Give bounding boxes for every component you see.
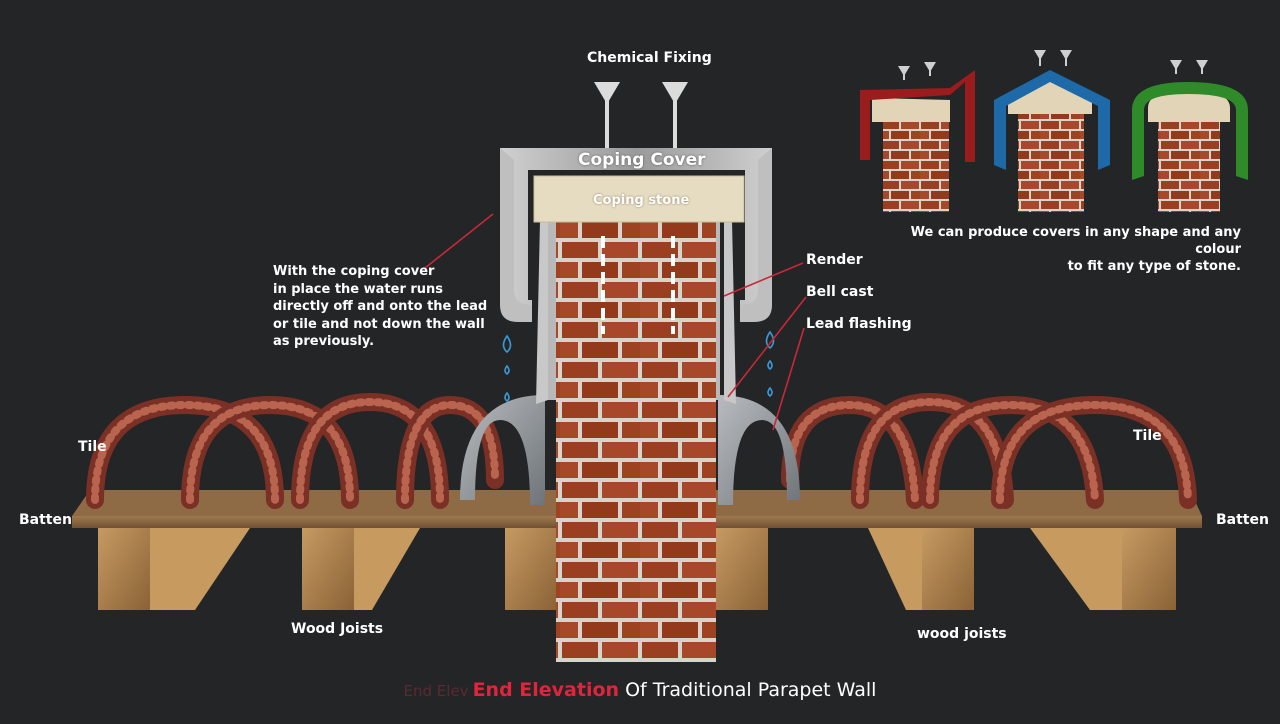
- bell-cast-label: Bell cast: [806, 284, 874, 300]
- water-runs-note: With the coping cover in place the water…: [273, 264, 488, 349]
- wood-joists-label-right: wood joists: [917, 626, 1007, 642]
- leader-lines: [424, 213, 807, 431]
- chemical-fixing-label: Chemical Fixing: [587, 50, 712, 66]
- batten-label-left: Batten: [19, 512, 72, 528]
- colour-options: [860, 50, 1248, 212]
- tile-label-right: Tile: [1133, 428, 1162, 444]
- wood-joists: [98, 528, 1176, 610]
- lead-flashing-label: Lead flashing: [806, 316, 912, 332]
- render-label: Render: [806, 252, 863, 268]
- caption-rest: Of Traditional Parapet Wall: [619, 679, 877, 701]
- batten-label-right: Batten: [1216, 512, 1269, 528]
- coping-stone: [533, 175, 745, 223]
- tiles-right: [781, 392, 1197, 509]
- green-cover-example: [1132, 60, 1248, 212]
- red-cover-example: [860, 62, 975, 212]
- shapes-colours-note: We can produce covers in any shape and a…: [910, 225, 1241, 274]
- tile-label-left: Tile: [78, 439, 107, 455]
- water-drops: [502, 330, 775, 403]
- caption-ghost: End Elev: [403, 682, 469, 700]
- tiles-left: [86, 392, 504, 509]
- blue-cover-example: [994, 50, 1110, 212]
- coping-cover: [500, 148, 772, 404]
- coping-stone-label: Coping stone: [593, 193, 690, 208]
- brick-wall: [556, 222, 716, 662]
- fixing-dashes: [601, 236, 675, 334]
- wood-joists-label-left: Wood Joists: [291, 621, 384, 637]
- caption-highlight: End Elevation: [472, 679, 620, 701]
- lead-flashing: [460, 395, 800, 505]
- coping-cover-label: Coping Cover: [578, 150, 706, 170]
- chemical-fixing-arrows: [594, 82, 688, 148]
